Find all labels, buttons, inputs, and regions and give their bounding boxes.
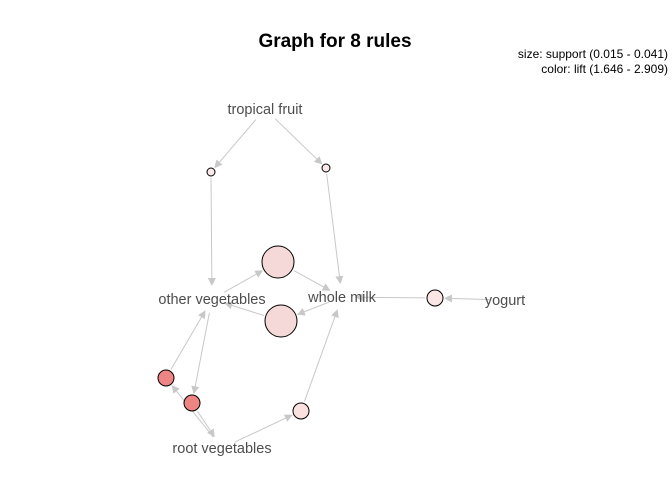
rule-node [264,304,298,338]
edge-rule-to-root-vegetables [197,411,215,438]
edge-rule-to-other-vegetables [207,177,216,286]
edge-tropical-fruit-to-rule [274,118,323,165]
rule-node [261,245,295,279]
item-label-root-vegetables: root vegetables [172,441,271,457]
rule-node [321,163,331,173]
edge-whole-milk-to-rule [296,301,330,316]
edge-other-vegetables-to-rule [223,270,264,293]
item-label-other-vegetables: other vegetables [158,292,265,308]
legend-size: size: support (0.015 - 0.041) [518,47,668,61]
edge-other-vegetables-to-rule [191,312,210,395]
item-label-whole-milk: whole milk [307,290,376,306]
item-label-tropical-fruit: tropical fruit [228,102,303,118]
edge-layer [170,118,492,443]
rule-node-layer [157,163,444,420]
legend-color: color: lift (1.646 - 2.909) [541,62,668,76]
edge-tropical-fruit-to-rule [214,119,257,169]
edge-rule-to-whole-milk [293,270,331,291]
edge-rule-to-other-vegetables [224,301,265,316]
edge-root-vegetables-to-rule [234,414,293,443]
edge-rule-to-whole-milk [303,309,339,402]
edge-rule-to-whole-milk [326,173,344,285]
rule-node [183,394,201,412]
item-label-yogurt: yogurt [485,293,525,309]
item-label-layer: tropical fruit other vegetables whole milk… [158,102,525,457]
graph-title: Graph for 8 rules [258,31,411,52]
rule-node [426,289,444,307]
edge-rule-to-other-vegetables [170,310,206,370]
edge-rule-to-whole-milk [355,293,426,302]
rule-node [157,369,175,387]
rule-node [206,167,216,177]
edge-yogurt-to-rule [444,294,492,303]
rule-node [292,402,310,420]
